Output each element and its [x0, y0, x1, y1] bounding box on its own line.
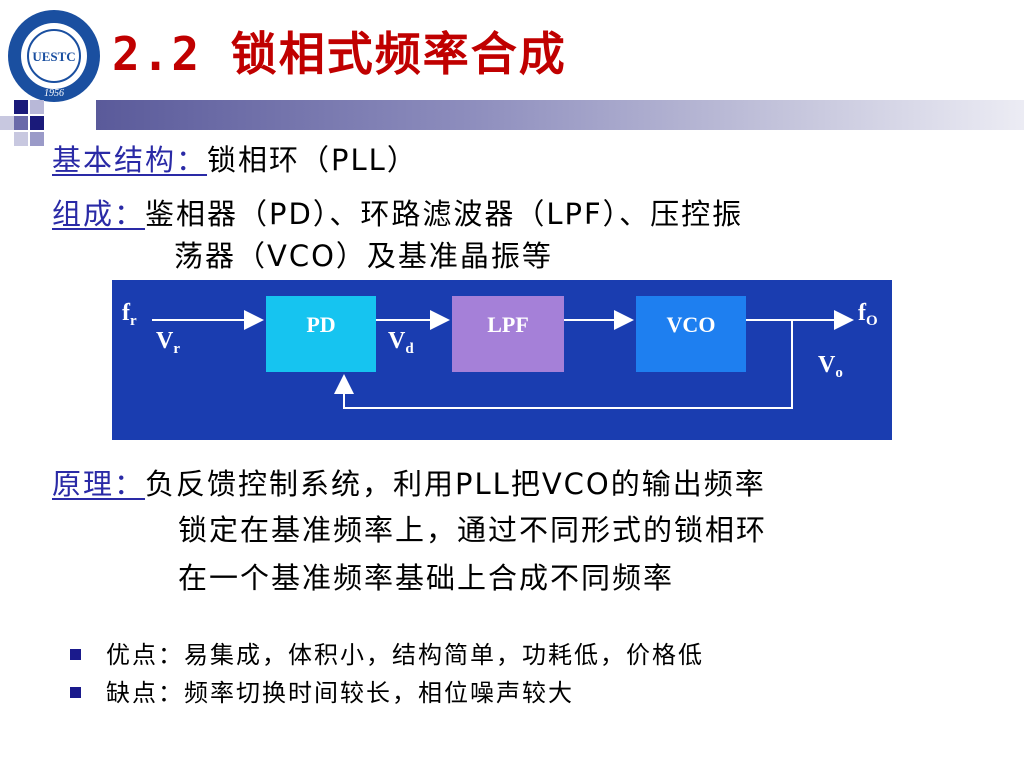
logo-year: 1956 [44, 88, 64, 99]
list-item: 优点：易集成，体积小，结构简单，功耗低，价格低 [70, 636, 704, 674]
basic-structure-line: 基本结构：锁相环（PLL） [52, 142, 418, 178]
output-volt-label: Vo [818, 352, 843, 381]
feedback-path [334, 320, 793, 409]
pd-block [266, 296, 376, 372]
input-volt-label: Vr [156, 328, 180, 357]
principle-label: 原理： [52, 467, 146, 501]
principle-line: 原理：负反馈控制系统，利用PLL把VCO的输出频率 [52, 466, 766, 502]
pd-label: PD [306, 312, 335, 337]
input-freq-label: fr [122, 300, 137, 329]
composition-text-1: 鉴相器（PD）、环路滤波器（LPF）、压控振 [145, 197, 744, 231]
composition-line: 组成：鉴相器（PD）、环路滤波器（LPF）、压控振 [52, 196, 743, 232]
basic-structure-label: 基本结构： [52, 143, 208, 177]
principle-text-3: 在一个基准频率基础上合成不同频率 [178, 561, 675, 595]
composition-text-2: 荡器（VCO）及基准晶振等 [174, 239, 553, 273]
pros-cons-list: 优点：易集成，体积小，结构简单，功耗低，价格低 缺点：频率切换时间较长，相位噪声… [70, 636, 704, 712]
lpf-block [452, 296, 564, 372]
principle-text-2: 锁定在基准频率上，通过不同形式的锁相环 [178, 513, 768, 547]
page-title: 2.2 锁相式频率合成 [112, 27, 567, 81]
cons-text: 缺点：频率切换时间较长，相位噪声较大 [106, 679, 574, 707]
mid-volt-label: Vd [388, 328, 414, 357]
pll-block-diagram: PD LPF VCO fr Vr Vd fO Vo [112, 280, 892, 440]
list-item: 缺点：频率切换时间较长，相位噪声较大 [70, 674, 704, 712]
composition-label: 组成： [52, 197, 146, 231]
vco-block [636, 296, 746, 372]
lpf-label: LPF [487, 312, 529, 337]
principle-text-1: 负反馈控制系统，利用PLL把VCO的输出频率 [145, 467, 766, 501]
basic-structure-value: 锁相环（PLL） [207, 143, 418, 177]
pros-text: 优点：易集成，体积小，结构简单，功耗低，价格低 [106, 641, 704, 669]
bullet-square-icon [70, 687, 81, 698]
decorative-squares [0, 100, 44, 146]
vco-label: VCO [667, 312, 716, 337]
bullet-square-icon [70, 649, 81, 660]
university-logo: UESTC 1956 [8, 10, 100, 102]
logo-text: UESTC [32, 49, 75, 64]
output-freq-label: fO [858, 300, 878, 329]
title-gradient-bar [96, 100, 1024, 130]
